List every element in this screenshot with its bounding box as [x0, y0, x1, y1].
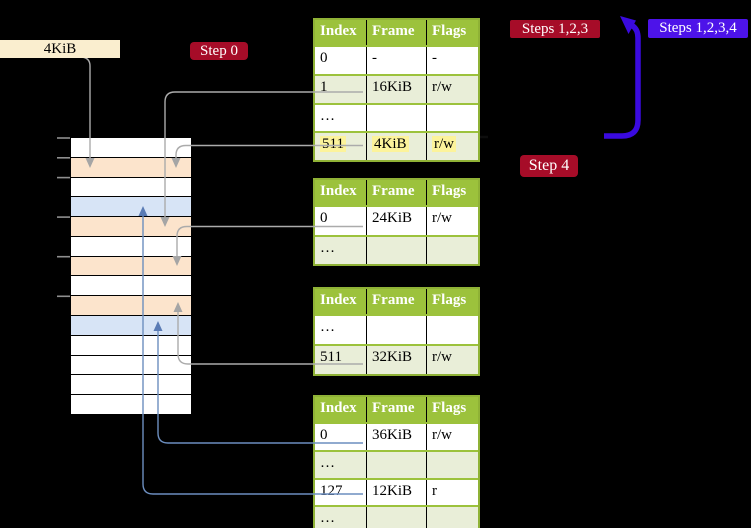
cell-frame: [366, 104, 426, 132]
table-row: 0 - -: [315, 45, 478, 74]
highlight: 4KiB: [372, 136, 409, 153]
cell-frame: 4KiB: [366, 133, 426, 160]
column-header-flags: Flags: [426, 289, 478, 314]
memory-row-free: [71, 355, 191, 376]
cell-frame: [366, 507, 426, 528]
cell-index: …: [320, 510, 335, 527]
table-row: 0 36KiB r/w: [315, 422, 478, 450]
cell-flags: r/w: [426, 346, 478, 374]
table-row: 1 16KiB r/w: [315, 73, 478, 103]
cell-flags: [426, 507, 478, 528]
cell-frame: [366, 236, 426, 264]
memory-row-frame: [71, 157, 191, 178]
column-header-flags: Flags: [426, 180, 478, 205]
column-header-flags: Flags: [426, 20, 478, 45]
address-tick-marks: [57, 137, 70, 298]
memory-row-free: [71, 138, 191, 158]
cell-frame: 24KiB: [366, 207, 426, 235]
cell-flags: r/w: [426, 75, 478, 103]
column-header-frame: Frame: [366, 397, 426, 422]
memory-row-frame: [71, 296, 191, 317]
table-row: …: [315, 234, 478, 264]
column-header-index: Index: [320, 292, 357, 308]
page-table-fourth: Index Frame Flags 0 36KiB r/w … 127 12Ki…: [313, 395, 480, 528]
cell-index: 0: [320, 427, 328, 443]
column-header-frame: Frame: [366, 20, 426, 45]
table-header-row: Index Frame Flags: [315, 180, 478, 205]
page-table-third: Index Frame Flags … 511 32KiB r/w: [313, 287, 480, 376]
cell-flags: r/w: [426, 133, 478, 160]
cell-frame: [366, 316, 426, 344]
cell-index: 127: [320, 482, 343, 499]
column-header-index: Index: [320, 400, 357, 416]
memory-row-free: [71, 276, 191, 297]
size-label: 4KiB: [0, 40, 120, 58]
memory-row-free: [71, 335, 191, 356]
page-table-second: Index Frame Flags 0 24KiB r/w …: [313, 178, 480, 266]
recursive-loop-arrow: [604, 16, 641, 139]
physical-memory-stripe: [71, 138, 191, 415]
table-header-row: Index Frame Flags: [315, 397, 478, 422]
memory-row-frame: [71, 256, 191, 277]
step4-badge: Step 4: [520, 155, 578, 177]
memory-row-free: [71, 375, 191, 396]
table-row: …: [315, 102, 478, 132]
table-row: 127 12KiB r: [315, 477, 478, 506]
column-header-flags: Flags: [426, 397, 478, 422]
memory-row-frame: [71, 217, 191, 237]
steps123-badge: Steps 1,2,3: [510, 20, 600, 38]
cell-index: 0: [320, 50, 328, 66]
memory-row-free: [71, 395, 191, 415]
cell-frame: 12KiB: [366, 479, 426, 506]
table-row: …: [315, 314, 478, 344]
cell-frame: -: [366, 47, 426, 74]
column-header-frame: Frame: [366, 180, 426, 205]
cell-index: …: [320, 239, 335, 256]
cell-index: …: [320, 319, 335, 335]
cell-flags: [426, 236, 478, 264]
steps1234-badge: Steps 1,2,3,4: [648, 19, 748, 38]
memory-row-page: [71, 316, 191, 336]
page-table-top: Index Frame Flags 0 - - 1 16KiB r/w … 51…: [313, 18, 480, 162]
cell-index: 511: [320, 349, 342, 365]
cell-flags: [426, 316, 478, 344]
table-header-row: Index Frame Flags: [315, 289, 478, 314]
table-header-row: Index Frame Flags: [315, 20, 478, 45]
column-header-frame: Frame: [366, 289, 426, 314]
cell-index: …: [320, 454, 335, 471]
cell-index: 511: [315, 133, 366, 160]
table-row: 511 32KiB r/w: [315, 344, 478, 374]
memory-row-page: [71, 197, 191, 218]
cell-index: 1: [320, 78, 328, 95]
cell-frame: 32KiB: [366, 346, 426, 374]
cell-flags: [426, 104, 478, 132]
cell-flags: r/w: [426, 207, 478, 235]
step0-badge: Step 0: [190, 42, 248, 60]
memory-row-free: [71, 177, 191, 198]
highlight: 511: [320, 136, 346, 153]
cell-flags: -: [426, 47, 478, 74]
cell-frame: 16KiB: [366, 75, 426, 103]
cell-flags: r/w: [426, 424, 478, 450]
cell-flags: r: [426, 479, 478, 506]
cell-flags: [426, 451, 478, 478]
cell-frame: 36KiB: [366, 424, 426, 450]
highlight: r/w: [432, 136, 456, 153]
column-header-index: Index: [320, 23, 357, 39]
memory-row-free: [71, 236, 191, 257]
table-row: …: [315, 505, 478, 528]
table-row: 0 24KiB r/w: [315, 205, 478, 235]
column-header-index: Index: [320, 183, 357, 199]
table-row-highlighted: 511 4KiB r/w: [315, 131, 478, 160]
cell-frame: [366, 451, 426, 478]
cell-index: …: [320, 107, 335, 124]
table-row: …: [315, 449, 478, 478]
cell-index: 0: [320, 210, 328, 226]
